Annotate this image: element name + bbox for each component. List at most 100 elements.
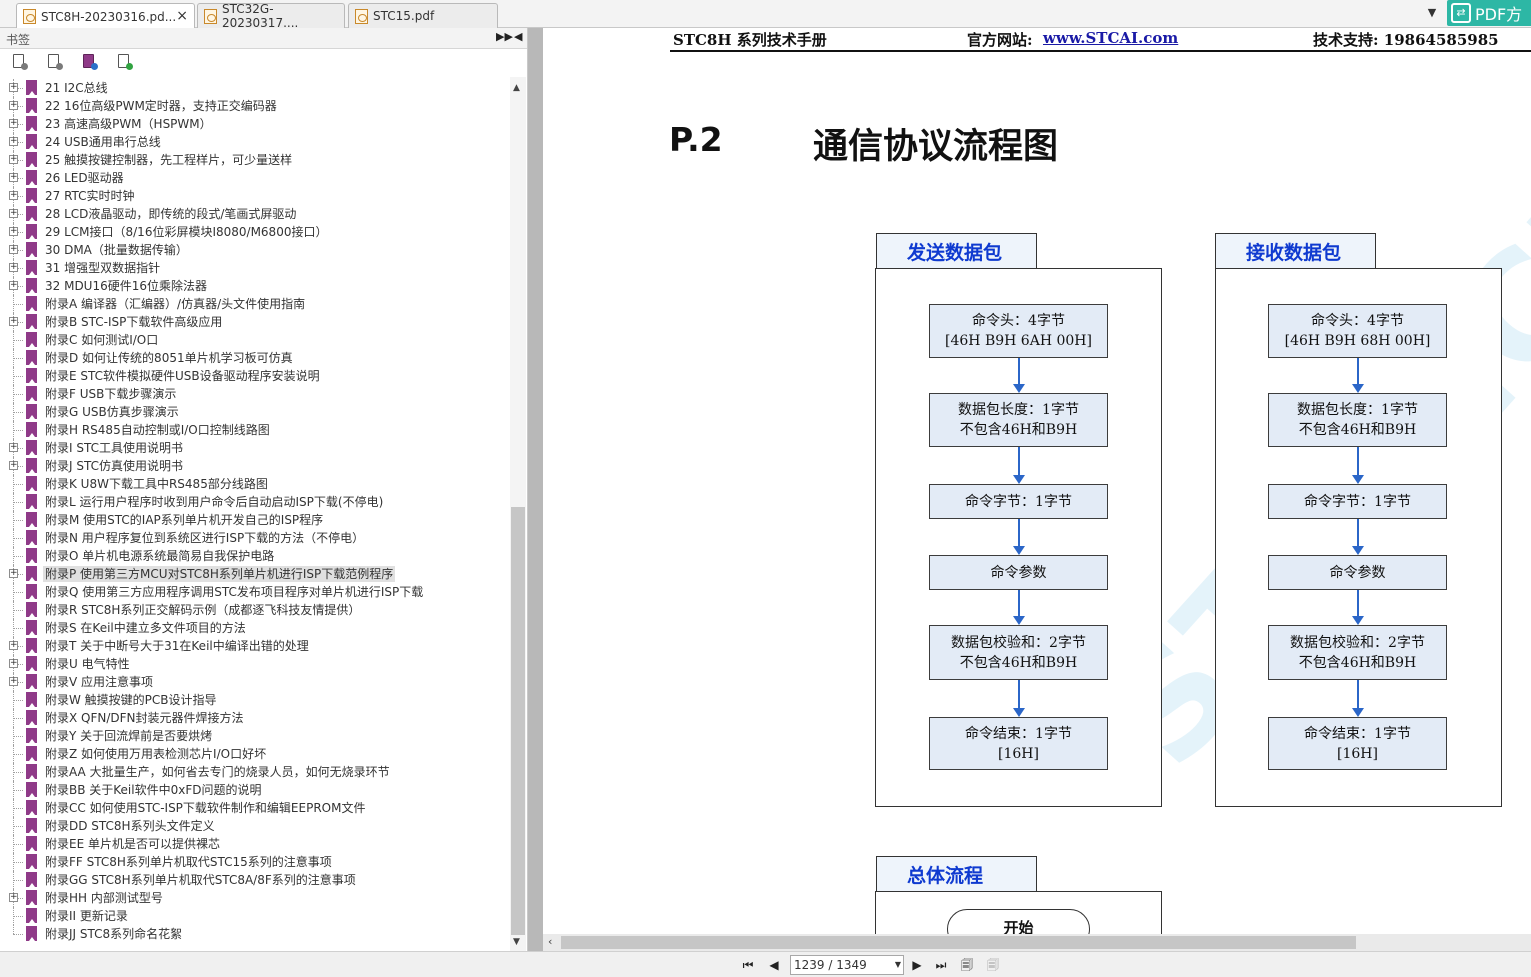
next-view-icon[interactable]: 🗐 bbox=[987, 958, 999, 972]
expand-node-icon[interactable]: + bbox=[9, 208, 18, 218]
expand-node-icon[interactable]: + bbox=[9, 136, 18, 146]
expand-node-icon[interactable]: + bbox=[9, 118, 18, 128]
expand-node-icon[interactable]: + bbox=[9, 676, 18, 686]
scrollbar-thumb[interactable] bbox=[561, 936, 1356, 949]
bookmark-item[interactable]: +24 USB通用串行总线 bbox=[0, 133, 510, 151]
bookmark-item[interactable]: 附录II 更新记录 bbox=[0, 907, 510, 925]
next-page-icon[interactable]: ▶ bbox=[912, 958, 922, 972]
bookmark-item[interactable]: 附录K U8W下载工具中RS485部分线路图 bbox=[0, 475, 510, 493]
tab-stc8h[interactable]: STC8H-20230316.pd... × bbox=[16, 3, 195, 29]
bookmark-item[interactable]: 附录G USB仿真步骤演示 bbox=[0, 403, 510, 421]
bookmark-item[interactable]: +附录U 电气特性 bbox=[0, 655, 510, 673]
bookmark-item[interactable]: 附录L 运行用户程序时收到用户命令后自动启动ISP下载(不停电) bbox=[0, 493, 510, 511]
collapse-bookmark-icon[interactable] bbox=[46, 53, 64, 71]
bookmark-item[interactable]: 附录R STC8H系列正交解码示例（成都逐飞科技友情提供） bbox=[0, 601, 510, 619]
expand-node-icon[interactable]: + bbox=[9, 442, 18, 452]
bookmark-item[interactable]: 附录E STC软件模拟硬件USB设备驱动程序安装说明 bbox=[0, 367, 510, 385]
expand-node-icon[interactable]: + bbox=[9, 154, 18, 164]
expand-node-icon[interactable]: + bbox=[9, 172, 18, 182]
expand-node-icon[interactable]: + bbox=[9, 568, 18, 578]
bookmark-item[interactable]: 附录EE 单片机是否可以提供裸芯 bbox=[0, 835, 510, 853]
bookmark-item[interactable]: +31 增强型双数据指针 bbox=[0, 259, 510, 277]
bookmark-item[interactable]: +附录B STC-ISP下载软件高级应用 bbox=[0, 313, 510, 331]
bookmark-item[interactable]: 附录Z 如何使用万用表检测芯片I/O口好坏 bbox=[0, 745, 510, 763]
expand-node-icon[interactable]: + bbox=[9, 100, 18, 110]
bookmark-item[interactable]: 附录F USB下载步骤演示 bbox=[0, 385, 510, 403]
bookmark-item[interactable]: +附录P 使用第三方MCU对STC8H系列单片机进行ISP下载范例程序 bbox=[0, 565, 510, 583]
chevron-down-icon[interactable]: ▼ bbox=[894, 960, 901, 969]
expand-node-icon[interactable]: + bbox=[9, 316, 18, 326]
bookmark-item[interactable]: 附录BB 关于Keil软件中0xFD问题的说明 bbox=[0, 781, 510, 799]
previous-view-icon[interactable]: 🗐 bbox=[961, 958, 973, 972]
bookmark-item[interactable]: +28 LCD液晶驱动，即传统的段式/笔画式屏驱动 bbox=[0, 205, 510, 223]
expand-node-icon[interactable]: + bbox=[9, 262, 18, 272]
goto-bookmark-icon[interactable] bbox=[81, 53, 99, 71]
horizontal-scrollbar[interactable]: ‹ bbox=[543, 934, 1531, 951]
tab-stc15[interactable]: STC15.pdf bbox=[348, 3, 498, 28]
prev-page-icon[interactable]: ◀ bbox=[769, 958, 779, 972]
tab-stc32g[interactable]: STC32G-20230317.... bbox=[197, 2, 345, 30]
bookmark-item[interactable]: 附录C 如何测试I/O口 bbox=[0, 331, 510, 349]
panel-collapse-icon[interactable]: ◀ bbox=[514, 30, 523, 43]
bookmark-item[interactable]: +23 高速高级PWM（HSPWM） bbox=[0, 115, 510, 133]
expand-node-icon[interactable]: + bbox=[9, 226, 18, 236]
bookmark-item[interactable]: +30 DMA（批量数据传输） bbox=[0, 241, 510, 259]
scroll-left-icon[interactable]: ‹ bbox=[548, 935, 553, 948]
bookmark-item[interactable]: +22 16位高级PWM定时器，支持正交编码器 bbox=[0, 97, 510, 115]
bookmark-item[interactable]: 附录JJ STC8系列命名花絮 bbox=[0, 925, 510, 943]
bookmark-item[interactable]: +附录I STC工具使用说明书 bbox=[0, 439, 510, 457]
first-page-icon[interactable]: ⏮ bbox=[742, 958, 754, 972]
tree-line bbox=[13, 862, 23, 863]
bookmark-item[interactable]: 附录H RS485自动控制或I/O口控制线路图 bbox=[0, 421, 510, 439]
expand-node-icon[interactable]: + bbox=[9, 658, 18, 668]
bookmark-item[interactable]: 附录N 用户程序复位到系统区进行ISP下载的方法（不停电） bbox=[0, 529, 510, 547]
bookmark-item[interactable]: 附录O 单片机电源系统最简易自我保护电路 bbox=[0, 547, 510, 565]
bookmark-item[interactable]: 附录S 在Keil中建立多文件项目的方法 bbox=[0, 619, 510, 637]
bookmark-item[interactable]: 附录AA 大批量生产，如何省去专门的烧录人员，如何无烧录环节 bbox=[0, 763, 510, 781]
bookmark-item[interactable]: +21 I2C总线 bbox=[0, 79, 510, 97]
bookmark-label: 附录S 在Keil中建立多文件项目的方法 bbox=[45, 621, 246, 635]
bookmark-item[interactable]: +附录J STC仿真使用说明书 bbox=[0, 457, 510, 475]
last-page-icon[interactable]: ⏭ bbox=[935, 958, 947, 972]
bookmark-item[interactable]: 附录A 编译器（汇编器）/仿真器/头文件使用指南 bbox=[0, 295, 510, 313]
bookmark-item[interactable]: 附录GG STC8H系列单片机取代STC8A/8F系列的注意事项 bbox=[0, 871, 510, 889]
bookmark-item[interactable]: 附录D 如何让传统的8051单片机学习板可仿真 bbox=[0, 349, 510, 367]
header-site-link[interactable]: www.STCAI.com bbox=[1043, 29, 1179, 47]
add-bookmark-icon[interactable] bbox=[116, 53, 134, 71]
page-number-field[interactable]: 1239 / 1349 ▼ bbox=[790, 955, 904, 975]
tab-list-dropdown-icon[interactable]: ▼ bbox=[1427, 6, 1437, 19]
bookmark-item[interactable]: 附录X QFN/DFN封装元器件焊接方法 bbox=[0, 709, 510, 727]
scroll-up-icon[interactable]: ▲ bbox=[513, 83, 520, 93]
bookmark-item[interactable]: 附录M 使用STC的IAP系列单片机开发自己的ISP程序 bbox=[0, 511, 510, 529]
pdf-convert-button[interactable]: ⇄ PDF方 bbox=[1447, 0, 1531, 26]
panel-splitter[interactable] bbox=[528, 28, 543, 951]
bookmark-item[interactable]: 附录Q 使用第三方应用程序调用STC发布项目程序对单片机进行ISP下载 bbox=[0, 583, 510, 601]
bookmark-item[interactable]: +附录V 应用注意事项 bbox=[0, 673, 510, 691]
close-tab-icon[interactable]: × bbox=[176, 8, 188, 24]
scroll-down-icon[interactable]: ▼ bbox=[513, 937, 520, 947]
bookmark-scrollbar[interactable]: ▲ ▼ bbox=[510, 77, 526, 951]
bookmark-item[interactable]: +26 LED驱动器 bbox=[0, 169, 510, 187]
bookmark-item[interactable]: 附录Y 关于回流焊前是否要烘烤 bbox=[0, 727, 510, 745]
bookmark-item[interactable]: 附录W 触摸按键的PCB设计指导 bbox=[0, 691, 510, 709]
bookmark-item[interactable]: +25 触摸按键控制器，先工程样片，可少量送样 bbox=[0, 151, 510, 169]
scrollbar-thumb[interactable] bbox=[511, 507, 525, 935]
expand-node-icon[interactable]: + bbox=[9, 640, 18, 650]
panel-expand-icon[interactable]: ▶▶ bbox=[496, 30, 513, 43]
bookmark-item[interactable]: +27 RTC实时时钟 bbox=[0, 187, 510, 205]
expand-bookmark-icon[interactable] bbox=[11, 53, 29, 71]
expand-node-icon[interactable]: + bbox=[9, 244, 18, 254]
expand-node-icon[interactable]: + bbox=[9, 280, 18, 290]
expand-node-icon[interactable]: + bbox=[9, 460, 18, 470]
expand-node-icon[interactable]: + bbox=[9, 892, 18, 902]
expand-node-icon[interactable]: + bbox=[9, 190, 18, 200]
tree-line bbox=[13, 178, 23, 179]
bookmark-item[interactable]: +32 MDU16硬件16位乘除法器 bbox=[0, 277, 510, 295]
bookmark-item[interactable]: 附录DD STC8H系列头文件定义 bbox=[0, 817, 510, 835]
bookmark-item[interactable]: 附录FF STC8H系列单片机取代STC15系列的注意事项 bbox=[0, 853, 510, 871]
bookmark-item[interactable]: +29 LCM接口（8/16位彩屏模块I8080/M6800接口） bbox=[0, 223, 510, 241]
bookmark-item[interactable]: +附录T 关于中断号大于31在Keil中编译出错的处理 bbox=[0, 637, 510, 655]
bookmark-item[interactable]: 附录CC 如何使用STC-ISP下载软件制作和编辑EEPROM文件 bbox=[0, 799, 510, 817]
bookmark-item[interactable]: +附录HH 内部测试型号 bbox=[0, 889, 510, 907]
expand-node-icon[interactable]: + bbox=[9, 82, 18, 92]
